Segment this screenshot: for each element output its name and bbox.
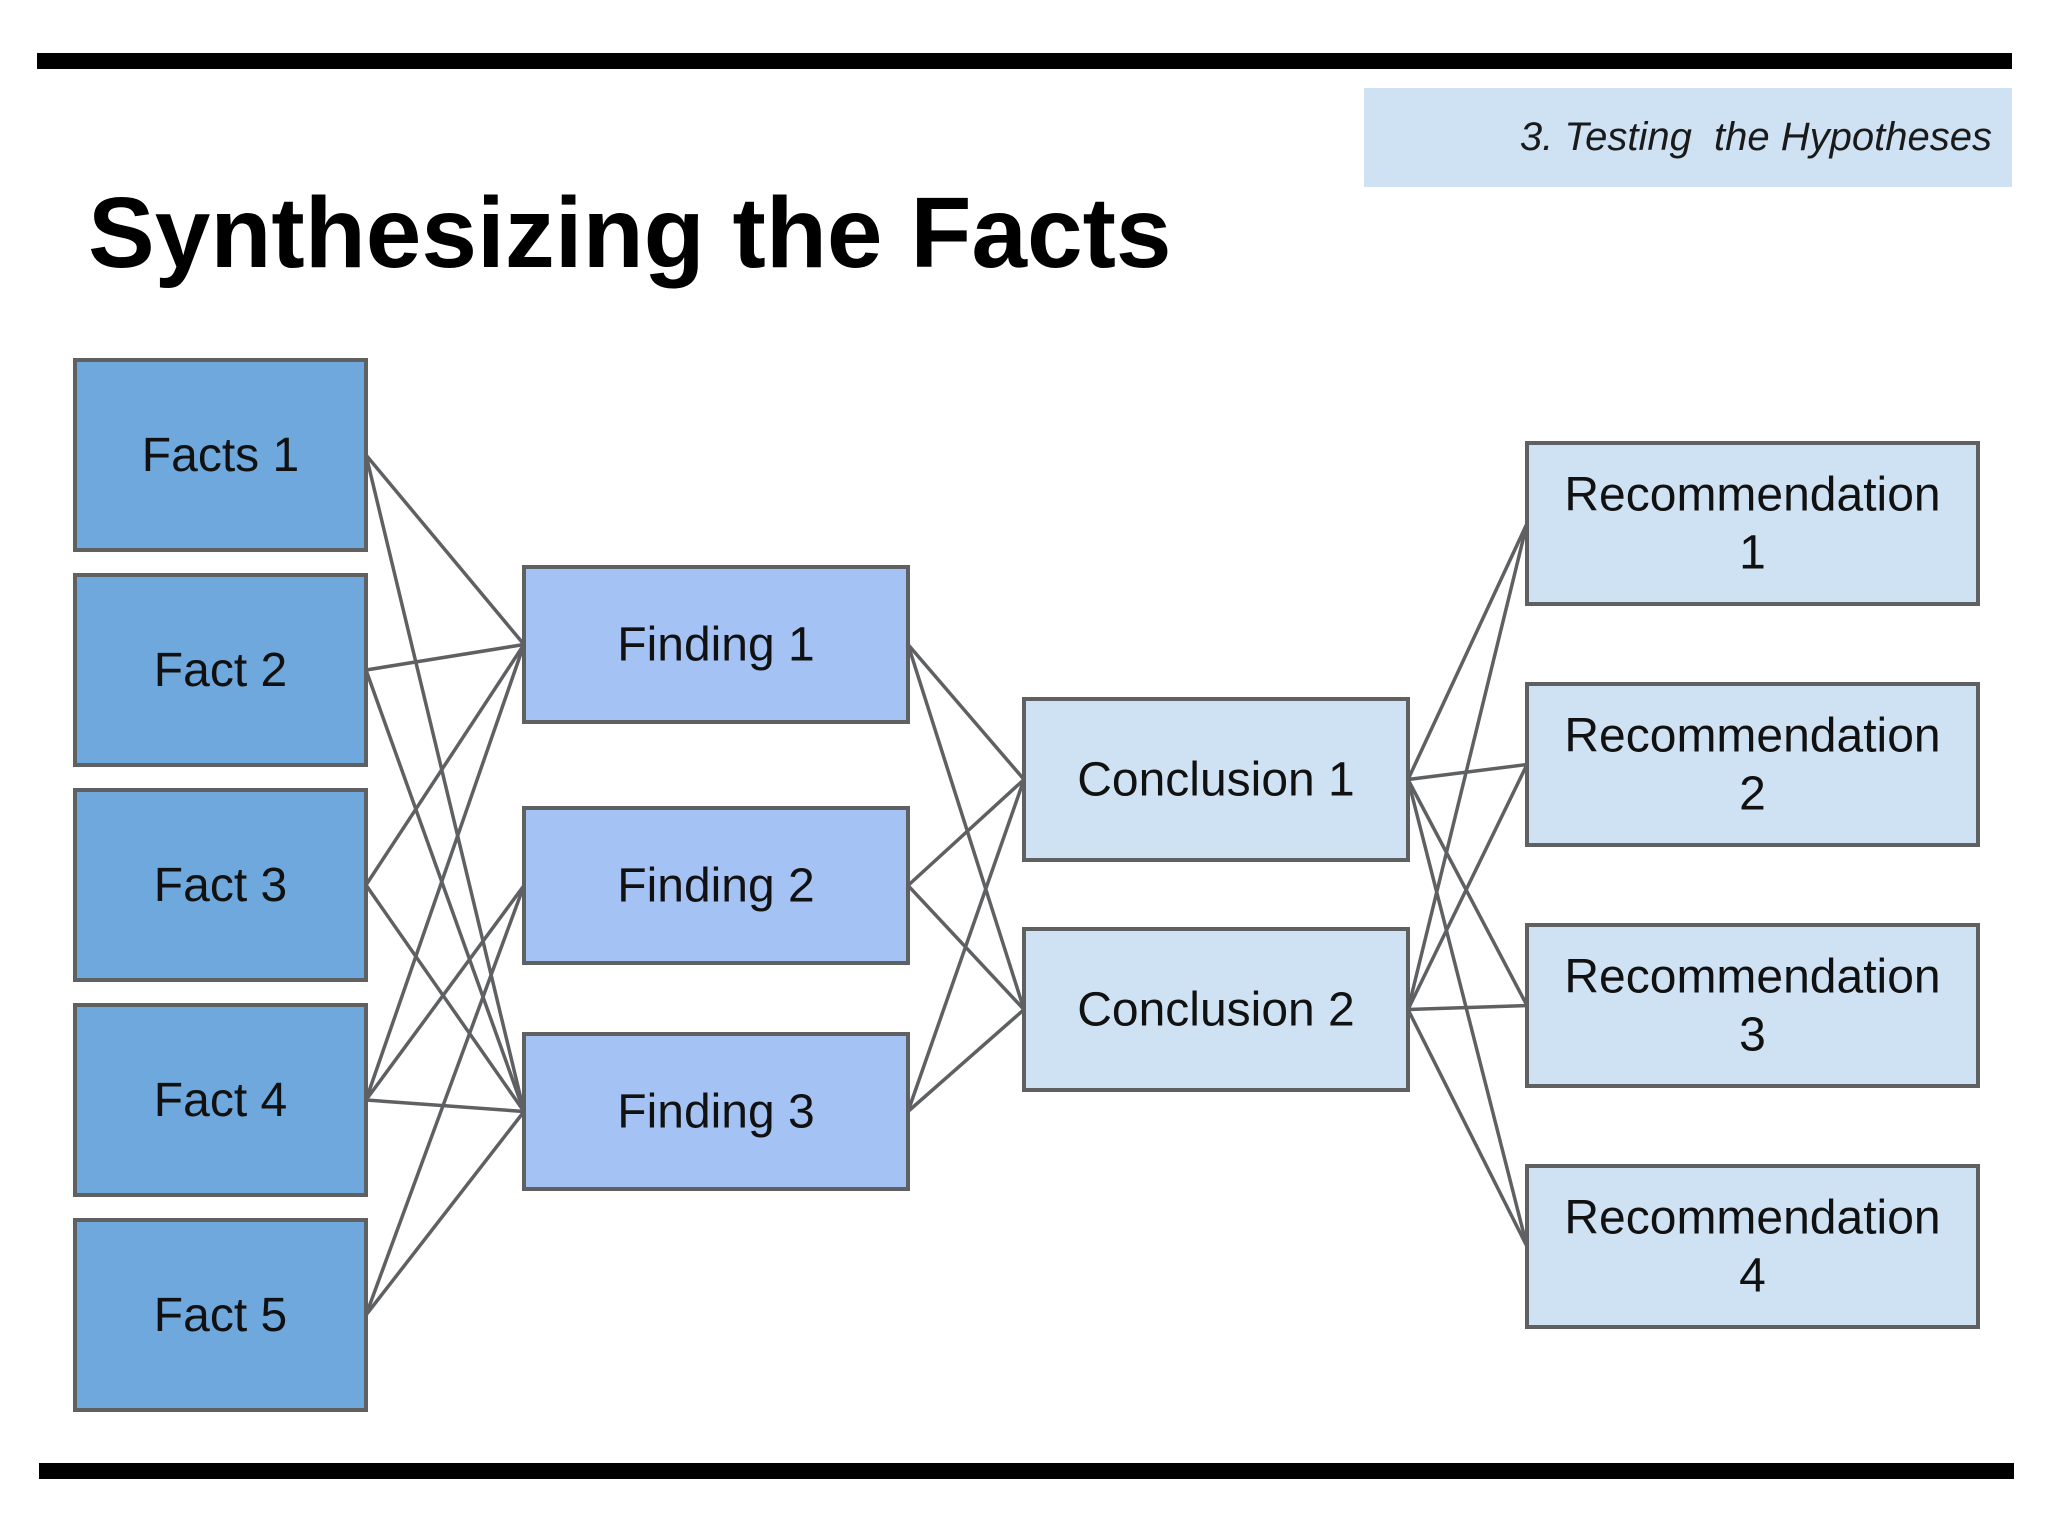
bottom-rule bbox=[39, 1463, 2014, 1479]
node-layer: Facts 1 Fact 2 Fact 3 Fact 4 Fact 5 Finding 1… bbox=[73, 358, 1980, 1412]
connector-fact1-finding3 bbox=[364, 454, 526, 1112]
top-rule bbox=[37, 53, 2012, 69]
fact-label: Fact 2 bbox=[154, 644, 287, 697]
fact-box bbox=[73, 573, 368, 767]
slide-title: Synthesizing the Facts bbox=[88, 177, 1172, 289]
connector-finding3-conclusion2 bbox=[906, 1008, 1026, 1113]
connector-conclusion1-rec1 bbox=[1406, 522, 1529, 781]
connector-conclusion2-rec2 bbox=[1406, 763, 1529, 1011]
connector-conclusion1-rec3 bbox=[1406, 778, 1529, 1007]
recommendation-box bbox=[1525, 1164, 1980, 1329]
finding-box bbox=[522, 806, 910, 965]
section-tag-label: 3. Testing the Hypotheses bbox=[1519, 115, 1992, 159]
recommendation-box bbox=[1525, 923, 1980, 1088]
finding-box bbox=[522, 1032, 910, 1191]
node-finding1: Finding 1 bbox=[522, 565, 910, 724]
conclusion-box bbox=[1022, 697, 1410, 862]
fact-label-line: Fact 2 bbox=[154, 644, 287, 697]
recommendation-label-line: 2 bbox=[1739, 768, 1766, 821]
node-fact2: Fact 2 bbox=[73, 573, 368, 767]
conclusion-label: Conclusion 1 bbox=[1077, 754, 1355, 807]
recommendation-label-line: Recommendation bbox=[1564, 951, 1940, 1004]
connector-fact1-finding1 bbox=[364, 453, 526, 646]
finding-label-line: Finding 1 bbox=[617, 619, 814, 672]
finding-label: Finding 3 bbox=[617, 1086, 814, 1139]
connector-fact2-finding1 bbox=[365, 642, 525, 672]
fact-label-line: Facts 1 bbox=[142, 429, 299, 482]
fact-label-line: Fact 3 bbox=[154, 859, 287, 912]
connector-conclusion2-rec4 bbox=[1406, 1008, 1529, 1248]
fact-box bbox=[73, 1003, 368, 1197]
finding-label-line: Finding 3 bbox=[617, 1086, 814, 1139]
connector-conclusion2-rec3 bbox=[1407, 1003, 1528, 1012]
node-finding3: Finding 3 bbox=[522, 1032, 910, 1191]
finding-label: Finding 1 bbox=[617, 619, 814, 672]
section-tag: 3. Testing the Hypotheses bbox=[1364, 88, 2012, 187]
recommendation-label-line: 1 bbox=[1739, 527, 1766, 580]
fact-box bbox=[73, 1218, 368, 1412]
node-conclusion1: Conclusion 1 bbox=[1022, 697, 1410, 862]
connector-layer bbox=[364, 453, 1529, 1317]
fact-label: Fact 3 bbox=[154, 859, 287, 912]
conclusion-label: Conclusion 2 bbox=[1077, 984, 1355, 1037]
recommendation-box bbox=[1525, 682, 1980, 847]
recommendation-label-line: 3 bbox=[1739, 1009, 1766, 1062]
connector-fact3-finding1 bbox=[364, 643, 526, 886]
finding-label: Finding 2 bbox=[617, 860, 814, 913]
fact-label: Facts 1 bbox=[142, 429, 299, 482]
connector-fact3-finding3 bbox=[364, 883, 526, 1113]
connector-fact5-finding2 bbox=[364, 884, 526, 1316]
connector-conclusion1-rec4 bbox=[1406, 779, 1529, 1247]
node-fact5: Fact 5 bbox=[73, 1218, 368, 1412]
conclusion-label-line: Conclusion 2 bbox=[1077, 984, 1355, 1037]
recommendation-label-line: Recommendation bbox=[1564, 1192, 1940, 1245]
node-finding2: Finding 2 bbox=[522, 806, 910, 965]
connector-fact4-finding3 bbox=[365, 1098, 525, 1114]
node-conclusion2: Conclusion 2 bbox=[1022, 927, 1410, 1092]
recommendation-label-line: 4 bbox=[1739, 1250, 1766, 1303]
fact-label: Fact 4 bbox=[154, 1074, 287, 1127]
node-fact4: Fact 4 bbox=[73, 1003, 368, 1197]
recommendation-label-line: Recommendation bbox=[1564, 710, 1940, 763]
node-fact3: Fact 3 bbox=[73, 788, 368, 982]
finding-label-line: Finding 2 bbox=[617, 860, 814, 913]
recommendation-box bbox=[1525, 441, 1980, 606]
fact-label-line: Fact 5 bbox=[154, 1289, 287, 1342]
connector-finding2-conclusion1 bbox=[906, 778, 1026, 887]
connector-finding3-conclusion1 bbox=[906, 778, 1026, 1113]
fact-box bbox=[73, 788, 368, 982]
connector-fact4-finding1 bbox=[364, 643, 526, 1101]
connector-finding1-conclusion2 bbox=[906, 643, 1026, 1011]
fact-box bbox=[73, 358, 368, 552]
fact-label-line: Fact 4 bbox=[154, 1074, 287, 1127]
connector-fact4-finding2 bbox=[364, 884, 526, 1102]
recommendation-label-line: Recommendation bbox=[1564, 469, 1940, 522]
finding-box bbox=[522, 565, 910, 724]
fact-label: Fact 5 bbox=[154, 1289, 287, 1342]
connector-fact2-finding3 bbox=[364, 669, 526, 1113]
connector-conclusion2-rec1 bbox=[1406, 523, 1529, 1010]
connector-fact5-finding3 bbox=[364, 1110, 526, 1317]
node-fact1: Facts 1 bbox=[73, 358, 368, 552]
connector-finding1-conclusion1 bbox=[906, 643, 1026, 781]
conclusion-label-line: Conclusion 1 bbox=[1077, 754, 1355, 807]
conclusion-box bbox=[1022, 927, 1410, 1092]
